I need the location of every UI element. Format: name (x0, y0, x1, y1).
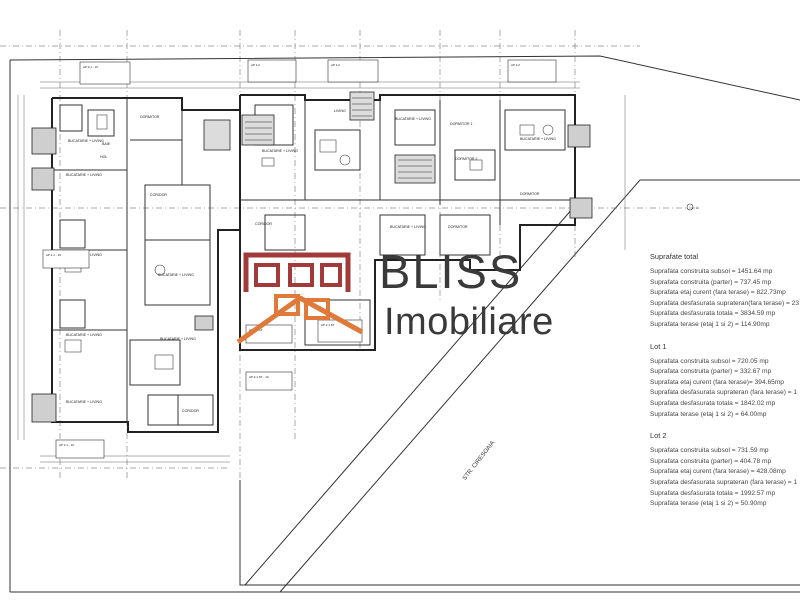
room-label: CORIDOR (150, 193, 167, 197)
stat-line: Suprafata construita (parter) = 404.78 m… (650, 457, 772, 465)
logo-wordmark: BLISS (379, 245, 523, 298)
stat-line: Suprafata desfasurata suprateran (fara t… (650, 478, 798, 486)
apartment-tag: AP 1.2 (251, 63, 260, 67)
stats-lot-1-title: Lot 1 (650, 341, 667, 351)
room-label: BUCATARIE + LIVING (262, 149, 298, 153)
room-label: DORMITOR (448, 225, 468, 229)
logo-roof-icon (236, 294, 364, 345)
room-label: BUCATARIE + LIVING (520, 137, 556, 141)
apartment-tag: AP 2.1 - 10 (46, 253, 61, 257)
apartment-tags: AP 2.1 - 10 AP 1.2 AP 1.2 AP 2.2 AP 2.1 … (42, 59, 557, 459)
room-label: CORIDOR (255, 222, 272, 226)
stat-line: Suprafata terase (etaj 1 si 2) = 64.00mp (650, 410, 767, 418)
stat-line: Suprafata desfasurata suprateran(fara te… (650, 299, 799, 307)
apartment-tag: AP 2.1 ST (321, 323, 335, 327)
stat-line: Suprafata construita subsol = 731.59 mp (650, 447, 769, 455)
room-label: BUCATARIE + LIVING (395, 117, 431, 121)
room-label: BUCATARIE + LIVING (66, 173, 102, 177)
room-label: BUCATARIE + LIVING (160, 337, 196, 341)
logo: BLISS Imobiliare (236, 246, 566, 350)
apartment-tag: AP 1.2 (331, 63, 340, 67)
apartment-tag: AP 2.1 - 10 (83, 65, 98, 69)
room-label: BUCATARIE + LIVING (66, 333, 102, 337)
stat-line: Suprafata etaj curent (fara terase) = 42… (650, 468, 786, 476)
room-label: DORMITOR 1 (450, 122, 473, 126)
room-label: BUCATARIE + LIVING (66, 400, 102, 404)
stat-line: Suprafata desfasurata totala = 1992.57 m… (650, 489, 776, 497)
room-label: HOL (100, 155, 107, 159)
furniture (64, 114, 554, 370)
stat-line: Suprafata construita subsol = 1451.64 mp (650, 268, 773, 275)
room-label: DORMITOR (520, 192, 540, 196)
axis-marker-label: A (696, 206, 699, 210)
room-label: BUCATARIE + LIVING (68, 139, 104, 143)
room-label: LIVING (334, 109, 346, 113)
room-label: BAIE (102, 142, 111, 146)
apartment-tag: AP 2.2 (511, 63, 520, 67)
stats-total: Suprafate total Suprafata construita sub… (650, 252, 800, 331)
room-label: BUCATARIE + LIVING (390, 225, 426, 229)
stats-total-title: Suprafate total (650, 252, 699, 261)
stat-line: Suprafata etaj curent (fara terase)= 394… (650, 378, 784, 386)
axis-marker: A (686, 203, 699, 211)
stat-line: Suprafata construita (parter) = 332.67 m… (650, 368, 772, 376)
stat-line: Suprafata terase (etaj 1 si 2) = 114.90m… (650, 320, 770, 328)
stat-line: Suprafata desfasurata totala = 1842.02 m… (650, 399, 776, 407)
apartment-tag: AP 2.1 ST - 10 (249, 375, 269, 379)
stat-line: Suprafata terase (etaj 1 si 2) = 50.90mp (650, 500, 767, 508)
room-label: DORMITOR 2 (455, 157, 478, 161)
site-boundary (9, 55, 800, 593)
surface-stats: Suprafate total Suprafata construita sub… (650, 252, 800, 521)
room-label: CORIDOR (182, 409, 199, 413)
stats-lot-2: Lot 2 Suprafata construita subsol = 731.… (650, 431, 800, 510)
stats-lot-1: Lot 1 Suprafata construita subsol = 720.… (650, 342, 800, 421)
stat-line: Suprafata etaj curent (fara terase) = 82… (650, 289, 786, 297)
stat-line: Suprafata desfasurata suprateran (fara t… (650, 389, 798, 397)
room-label: DORMITOR (140, 115, 160, 119)
building-lot-1 (239, 94, 576, 351)
logo-subtitle: Imobiliare (384, 301, 554, 343)
room-label: BUCATARIE + LIVING (158, 273, 194, 277)
building-lot-2 (51, 97, 241, 433)
stat-line: Suprafata construita subsol = 720.05 mp (650, 357, 769, 365)
apartment-tag: AP 2.1 - 10 (59, 443, 74, 447)
logo-house-icon (243, 252, 351, 292)
stat-line: Suprafata desfasurata totala = 3834.59 m… (650, 310, 776, 318)
stats-lot-2-title: Lot 2 (650, 431, 667, 441)
stat-line: Suprafata construita (parter) = 737.45 m… (650, 278, 772, 286)
stairs-balconies (31, 91, 593, 423)
